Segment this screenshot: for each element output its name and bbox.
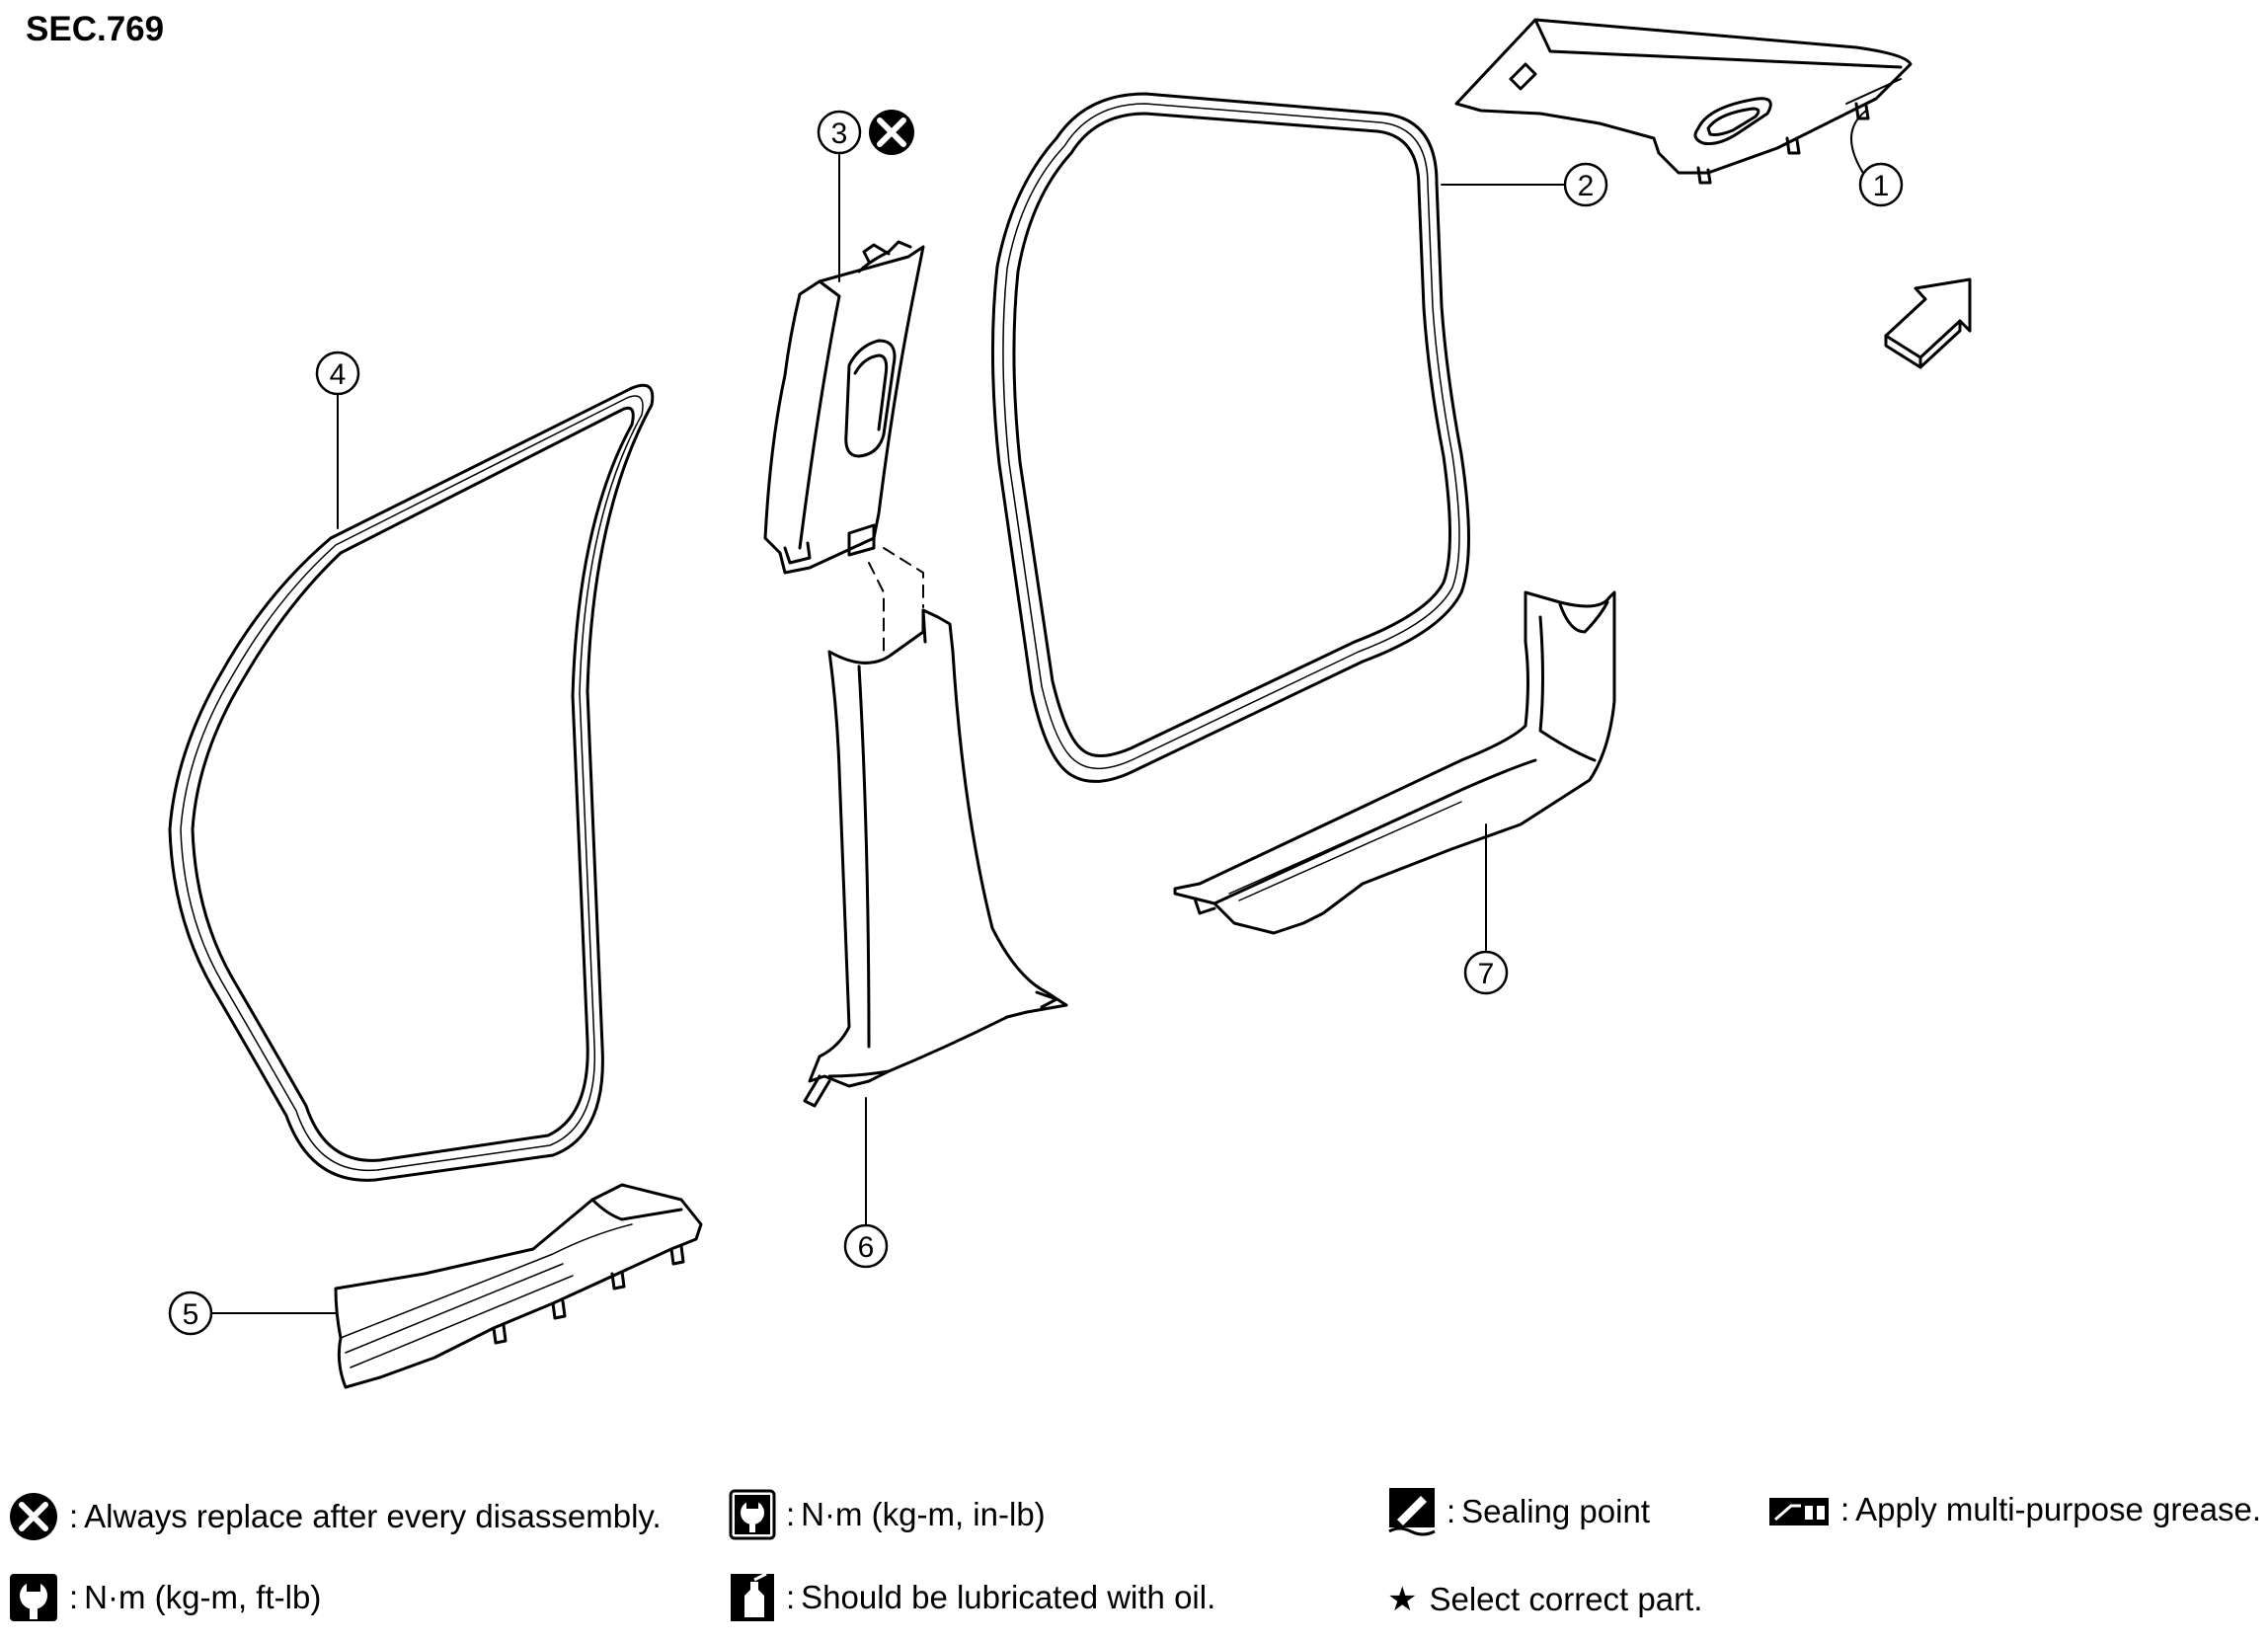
sealing-icon: [1388, 1488, 1436, 1536]
svg-text:5: 5: [183, 1298, 199, 1331]
socket-wrench-in-icon: [729, 1489, 776, 1540]
svg-text:4: 4: [330, 358, 347, 391]
svg-text:1: 1: [1873, 170, 1890, 202]
legend-torque-ft-label: N·m (kg-m, ft-lb): [84, 1579, 322, 1615]
part-7-kicking-plate: [1173, 590, 1616, 935]
legend-torque-in: : N·m (kg-m, in-lb): [729, 1489, 1046, 1540]
alignment-lines: [868, 547, 924, 658]
svg-text:7: 7: [1478, 958, 1495, 990]
callout-6: 6: [843, 1223, 889, 1269]
legend-select-part: ★ Select correct part.: [1387, 1580, 1702, 1619]
legend-sealing-point-label: Sealing point: [1461, 1493, 1650, 1529]
section-id: SEC.769: [26, 10, 165, 48]
legend-torque-ft: : N·m (kg-m, ft-lb): [8, 1572, 321, 1623]
star-icon: ★: [1387, 1580, 1418, 1619]
part-3-pillar-garnish: [763, 240, 925, 575]
grease-icon: [1769, 1498, 1829, 1525]
legend-lubricate-oil: : Should be lubricated with oil.: [729, 1572, 1215, 1623]
part-4-weatherstrip: [168, 383, 655, 1182]
x-circle-icon: [10, 1493, 57, 1540]
part-1-upper-trim: [1454, 18, 1913, 185]
part-6-pillar-garnish: [803, 608, 1068, 1108]
callout-5: 5: [168, 1290, 213, 1336]
legend-grease: : Apply multi-purpose grease.: [1767, 1491, 2261, 1528]
leader-lines: [210, 110, 1869, 1314]
no-reuse-icon: [869, 110, 914, 155]
callout-3: 3: [817, 110, 862, 155]
callout-2: 2: [1563, 162, 1608, 207]
part-5-kicking-plate: [334, 1183, 703, 1389]
legend-torque-in-label: N·m (kg-m, in-lb): [801, 1496, 1046, 1532]
legend-sealing-point: : Sealing point: [1387, 1486, 1650, 1537]
part-2-weatherstrip: [990, 92, 1470, 783]
socket-wrench-icon: [10, 1574, 57, 1621]
legend-always-replace-label: Always replace after every disassembly.: [84, 1498, 662, 1534]
legend-grease-label: Apply multi-purpose grease.: [1855, 1491, 2262, 1527]
front-direction-arrow-icon: [1884, 277, 1972, 369]
svg-text:6: 6: [858, 1231, 875, 1264]
legend-always-replace: : Always replace after every disassembly…: [8, 1491, 662, 1542]
callout-4: 4: [315, 351, 360, 396]
oil-can-icon: [731, 1572, 774, 1621]
legend-select-part-label: Select correct part.: [1429, 1581, 1703, 1617]
svg-text:3: 3: [831, 117, 848, 150]
svg-text:2: 2: [1578, 170, 1595, 202]
callout-7: 7: [1463, 950, 1509, 995]
callout-1: 1: [1858, 162, 1904, 207]
legend-lubricate-oil-label: Should be lubricated with oil.: [801, 1579, 1216, 1615]
